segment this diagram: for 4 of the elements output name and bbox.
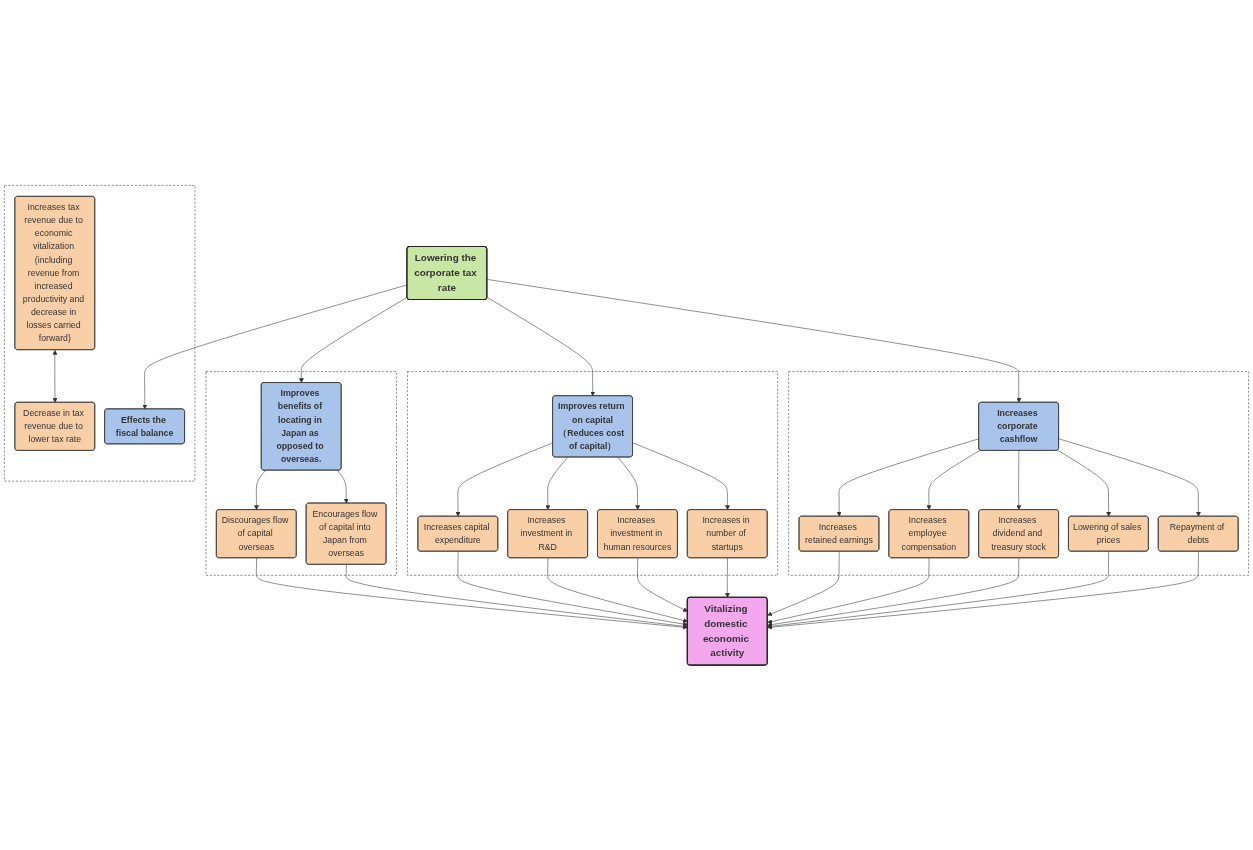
- cluster: [788, 371, 1249, 576]
- cluster: [205, 371, 397, 576]
- cluster: [407, 371, 778, 576]
- cluster: [4, 184, 196, 482]
